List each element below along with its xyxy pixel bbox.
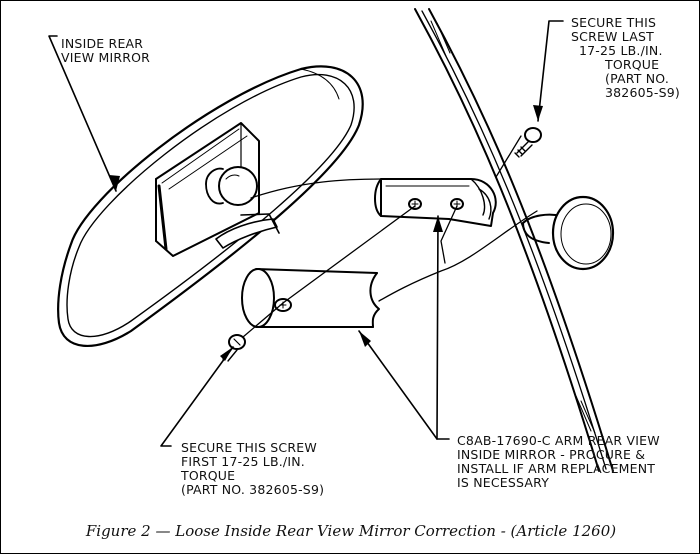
mirror-arm bbox=[241, 268, 380, 328]
leader-lines bbox=[48, 20, 564, 447]
mirror-body bbox=[57, 65, 364, 348]
label-arm-part-number: C8AB-17690-C ARM REAR VIEW INSIDE MIRROR… bbox=[457, 433, 660, 490]
label-inside-rear-view-mirror: INSIDE REAR VIEW MIRROR bbox=[61, 36, 151, 65]
windshield-bracket bbox=[374, 178, 497, 227]
windshield-glass bbox=[414, 8, 614, 472]
arrow-heads bbox=[109, 105, 543, 361]
label-secure-screw-last: SECURE THIS SCREW LAST 17-25 LB./IN. TOR… bbox=[571, 15, 680, 100]
figure-caption: Figure 2 — Loose Inside Rear View Mirror… bbox=[85, 522, 617, 540]
mirror-mount-bracket bbox=[155, 122, 280, 257]
windshield-button bbox=[522, 195, 615, 271]
label-secure-screw-first: SECURE THIS SCREW FIRST 17-25 LB./IN. TO… bbox=[181, 440, 325, 497]
screw-last bbox=[514, 127, 542, 158]
assembly-lines bbox=[242, 135, 538, 338]
